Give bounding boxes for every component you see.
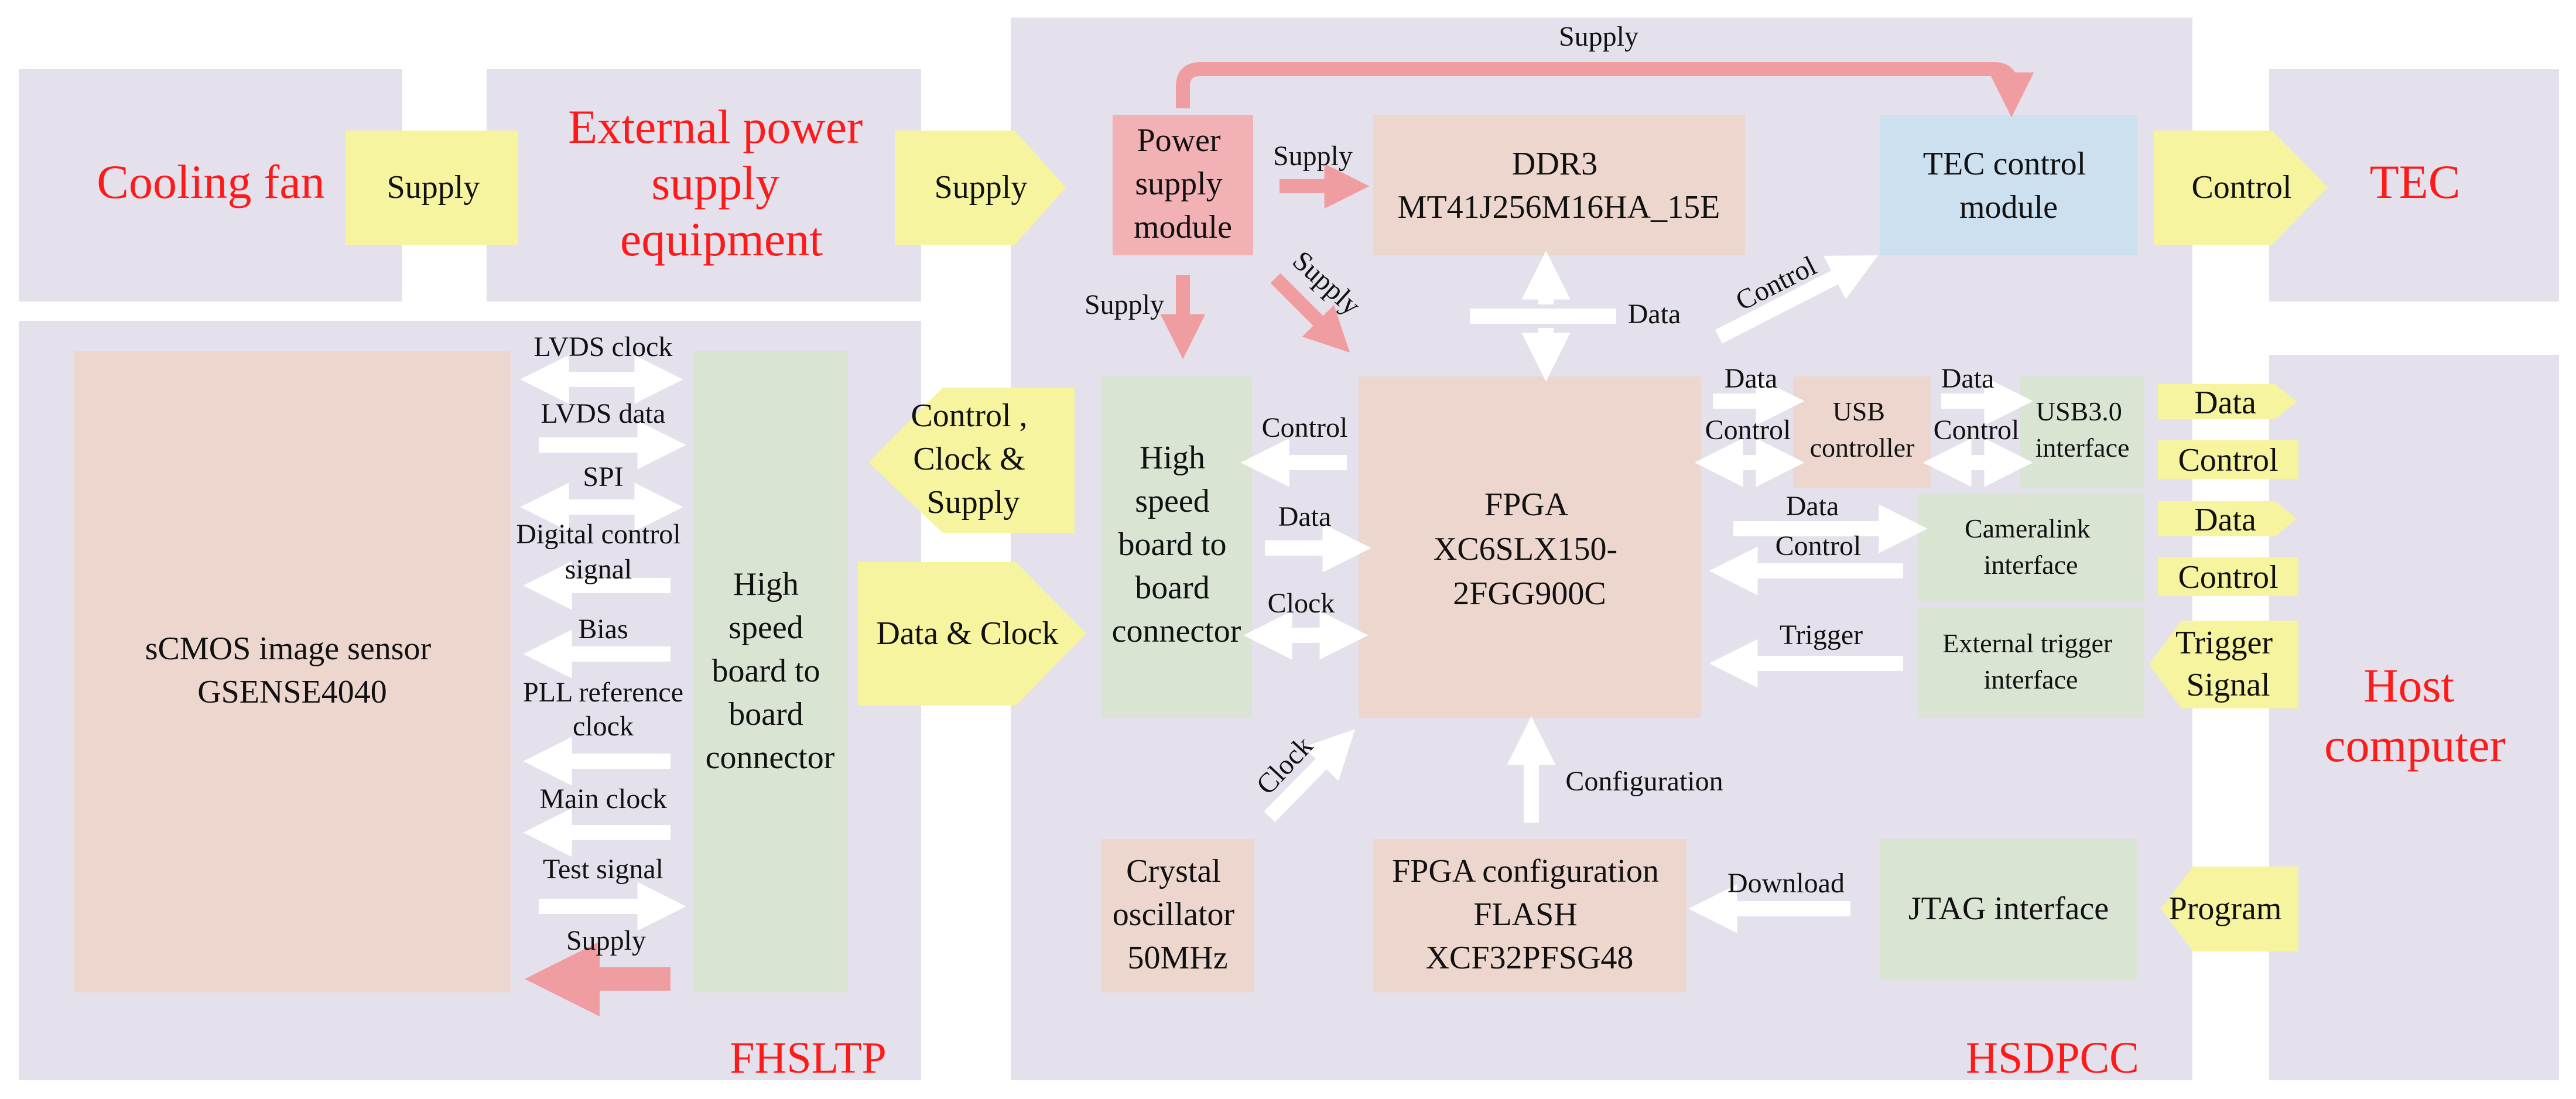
jtag-interface-text: JTAG interface <box>1908 891 2109 927</box>
label-lvds-clock: LVDS clock <box>534 331 673 362</box>
usb-controller-text: USB controller <box>1810 396 1915 463</box>
label-control-cam: Control <box>1776 530 1862 562</box>
cameralink-text: Cameralink interface <box>1965 513 2097 580</box>
label-configuration: Configuration <box>1565 766 1723 797</box>
ctrl-clock-supply-text: Control , Clock & Supply <box>911 398 1035 521</box>
sensor-signal-labels: LVDS clock LVDS data SPI Digital control… <box>516 331 683 956</box>
program-text: Program <box>2169 891 2282 927</box>
fpga-config-flash-box <box>1373 839 1686 992</box>
host-control-arrow-2 <box>2158 557 2298 596</box>
label-clock-mid: Clock <box>1268 588 1335 619</box>
scmos-sensor-text: sCMOS image sensor GSENSE4040 <box>145 631 439 710</box>
label-bias: Bias <box>578 614 628 645</box>
label-control-usb3: Control <box>1934 415 2020 446</box>
host-control-2-text: Control <box>2178 559 2278 595</box>
label-pll-reference: PLL reference <box>523 677 683 708</box>
crystal-oscillator-box <box>1101 839 1254 992</box>
region-external-power <box>487 69 921 302</box>
label-digital-control: Digital control <box>516 519 680 550</box>
ddr3-text: DDR3 MT41J256M16HA_15E <box>1398 146 1720 225</box>
ext-trigger-text: External trigger interface <box>1942 628 2119 694</box>
program-arrow <box>2161 867 2298 951</box>
label-trigger: Trigger <box>1780 619 1863 651</box>
trigger-signal-text: Trigger Signal <box>2175 625 2281 703</box>
supply-ext-text: Supply <box>935 169 1028 206</box>
host-control-arrow-1 <box>2158 440 2298 479</box>
label-supply-down: Supply <box>1085 289 1164 320</box>
cooling-fan-label: Cooling fan <box>97 155 324 208</box>
trigger-signal-arrow <box>2149 621 2298 708</box>
label-data-usb: Data <box>1725 363 1778 394</box>
data-clock-text: Data & Clock <box>876 615 1058 652</box>
sensor-signal-arrows <box>520 355 686 931</box>
tec-label: TEC <box>2370 155 2461 208</box>
connector-mid-text: High speed board to board connector <box>1112 440 1241 649</box>
supply-arrow-fan-shape <box>345 131 518 245</box>
host-control-1-text: Control <box>2178 442 2278 478</box>
hsdpcc-label: HSDPCC <box>1966 1033 2139 1083</box>
label-test-signal: Test signal <box>543 854 663 885</box>
host-data-2-text: Data <box>2194 502 2256 538</box>
label-control-mid: Control <box>1262 412 1348 443</box>
fhsltp-label: FHSLTP <box>730 1033 887 1083</box>
tec-control-module-text: TEC control module <box>1923 146 2094 225</box>
external-trigger-interface-box <box>1918 608 2144 718</box>
data-clock-arrow <box>858 562 1086 706</box>
label-data-mid: Data <box>1278 501 1332 532</box>
jtag-interface-box <box>1880 839 2137 980</box>
label-lvds-data: LVDS data <box>541 398 666 429</box>
high-speed-connector-left-box <box>693 351 848 992</box>
fpga-config-flash-text: FPGA configuration FLASH XCF32PFSG48 <box>1392 853 1667 976</box>
host-data-arrow-2 <box>2158 501 2297 536</box>
control-clock-supply-arrow <box>868 388 1075 533</box>
fpga-text: FPGA XC6SLX150- 2FGG900C <box>1434 487 1626 612</box>
region-cooling-fan <box>19 69 402 302</box>
label-data-usb3: Data <box>1941 363 1995 394</box>
label-data-ddr: Data <box>1628 299 1681 330</box>
label-signal: signal <box>565 554 632 585</box>
label-data-cam: Data <box>1786 491 1839 522</box>
cameralink-interface-box <box>1918 494 2144 602</box>
tec-control-module-box <box>1880 115 2137 255</box>
supply-arrow-from-external <box>895 131 1066 245</box>
external-power-label: External power supply equipment <box>568 100 875 266</box>
label-supply-sensor: Supply <box>566 925 646 956</box>
crystal-oscillator-text: Crystal oscillator 50MHz <box>1113 853 1243 976</box>
label-spi: SPI <box>583 461 623 492</box>
control-tec-text: Control <box>2191 169 2291 206</box>
label-control-usb: Control <box>1705 415 1791 446</box>
top-supply-arrow <box>1176 62 2034 118</box>
fpga-box <box>1359 376 1701 718</box>
connector-left-text: High speed board to board connector <box>706 566 835 776</box>
usb3-interface-box <box>2020 376 2144 488</box>
label-top-supply: Supply <box>1559 21 1638 52</box>
usb3-interface-text: USB3.0 interface <box>2036 396 2130 463</box>
label-clock: clock <box>573 711 634 742</box>
scmos-sensor-box <box>74 351 511 992</box>
ddr3-box <box>1373 115 1745 255</box>
host-data-1-text: Data <box>2194 385 2256 421</box>
region-host-computer <box>2269 355 2559 1080</box>
label-download: Download <box>1727 868 1845 899</box>
supply-fan-text: Supply <box>387 169 480 206</box>
power-supply-module-text: Power supply module <box>1134 122 1232 245</box>
high-speed-connector-mid-box <box>1101 376 1252 718</box>
supply-diag-arrow <box>1270 273 1350 353</box>
host-data-arrow-1 <box>2158 384 2297 419</box>
hsdpcc-signal-arrows <box>1240 251 2033 933</box>
label-main-clock: Main clock <box>539 783 666 814</box>
control-arrow-to-tec <box>2154 131 2328 245</box>
usb-controller-box <box>1793 376 1931 488</box>
host-computer-label: Host computer <box>2324 659 2506 772</box>
power-supply-module-box <box>1113 115 1253 255</box>
label-supply-ddr: Supply <box>1273 141 1353 172</box>
